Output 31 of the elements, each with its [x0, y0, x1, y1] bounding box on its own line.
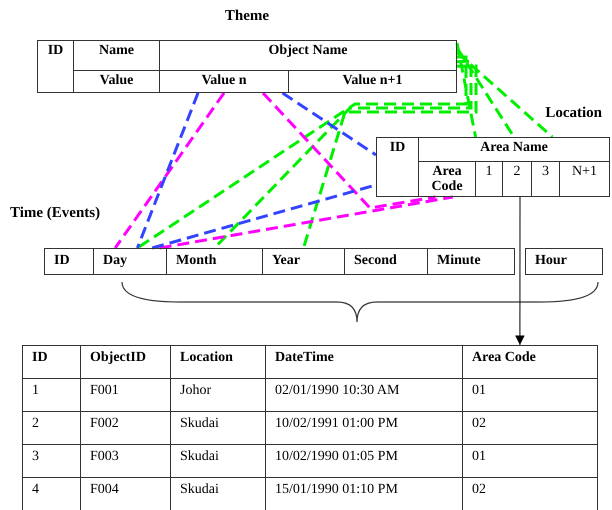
- table-cell: Object Name: [159, 40, 457, 71]
- table-cell: Year: [262, 248, 345, 275]
- arrow: [515, 196, 525, 346]
- table-title: Time (Events): [10, 205, 100, 222]
- table-cell: ID: [376, 137, 419, 197]
- table-cell: Second: [344, 248, 428, 275]
- connector-line: [302, 64, 478, 248]
- connector-line: [136, 92, 200, 249]
- table-title: Theme: [224, 8, 270, 25]
- table-cell: Area Name: [418, 137, 610, 162]
- table-cell: Month: [166, 248, 263, 275]
- table-cell: ID: [44, 248, 94, 275]
- table: [8, 205, 603, 275]
- table-cell: Day: [93, 248, 167, 275]
- connector-line: [282, 92, 377, 156]
- table-cell: Minute: [427, 248, 515, 275]
- connector-line: [262, 92, 436, 210]
- table-cell: ID: [37, 40, 74, 93]
- connector-line: [159, 196, 454, 250]
- connector-line: [114, 92, 226, 249]
- table-title: Location: [545, 105, 602, 122]
- table-cell: Value n+1: [288, 70, 457, 93]
- connector-line: [456, 51, 554, 138]
- table-cell: Area Code: [462, 345, 598, 379]
- table-cell: ID: [22, 345, 81, 379]
- table: [376, 105, 610, 197]
- connector-line: [136, 56, 468, 250]
- connector-line: [456, 42, 478, 138]
- table-cell: Hour: [525, 248, 603, 275]
- table-cell: N+1: [559, 161, 610, 197]
- table: [37, 8, 457, 93]
